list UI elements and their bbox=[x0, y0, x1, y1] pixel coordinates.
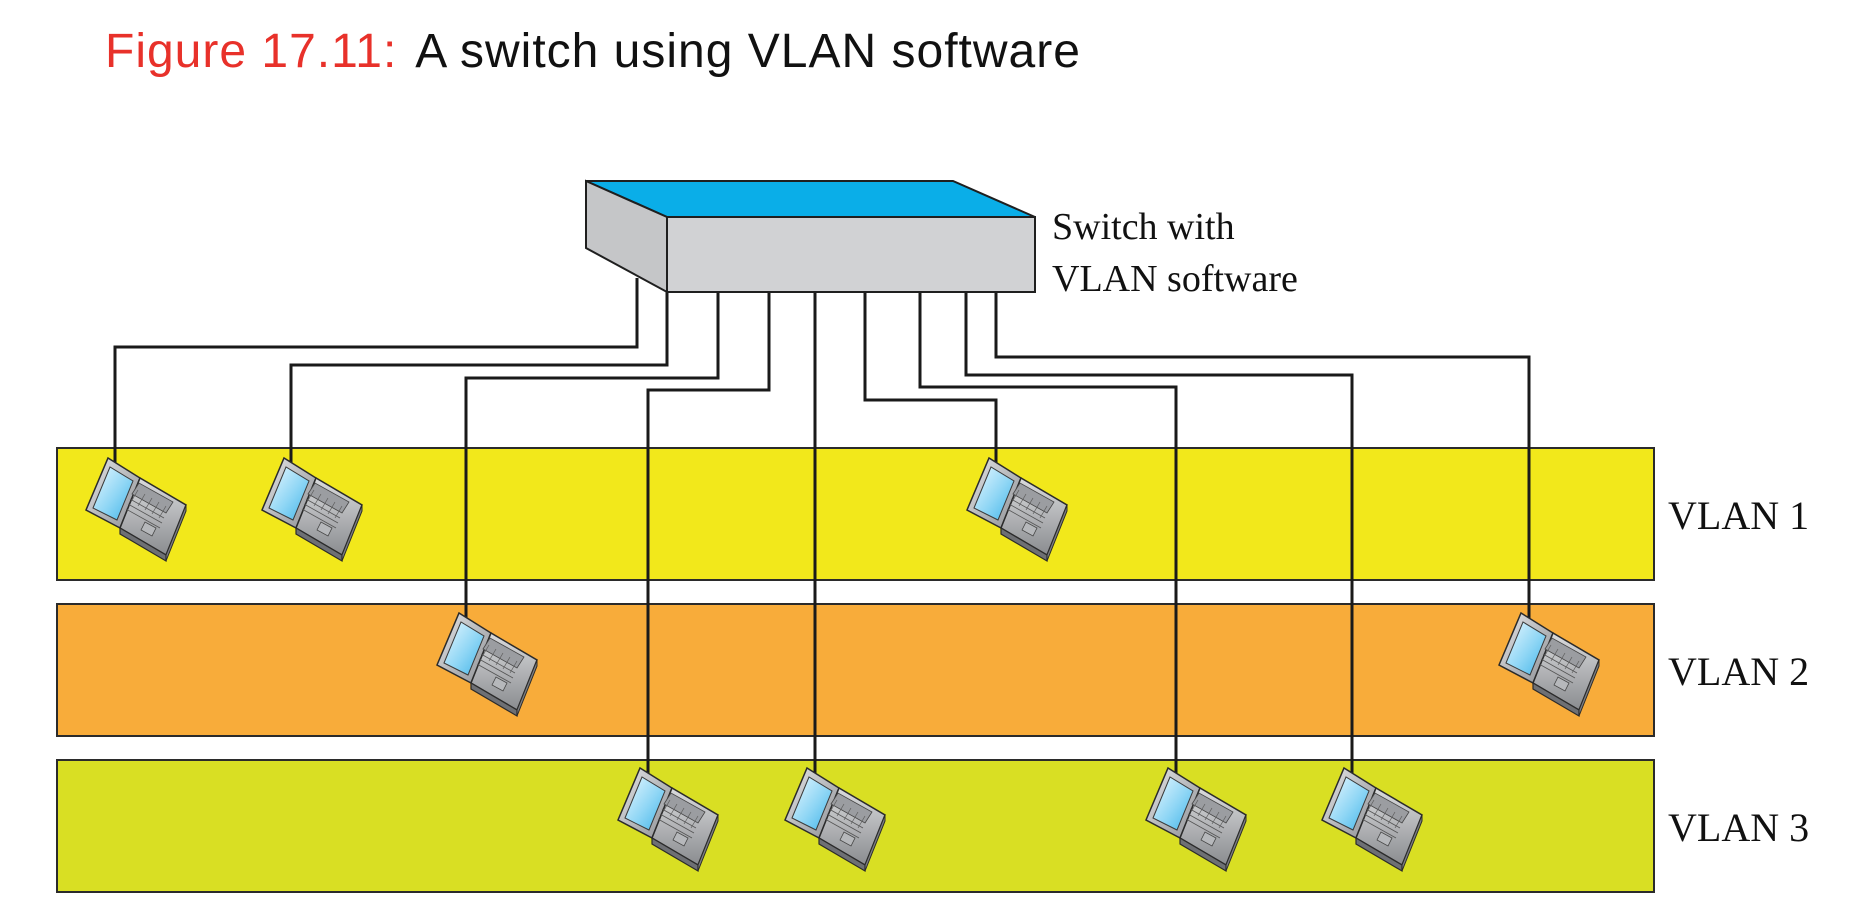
figure-title: A switch using VLAN software bbox=[415, 25, 1081, 78]
figure-number: Figure 17.11: bbox=[105, 25, 398, 78]
vlan-2-label: VLAN 2 bbox=[1668, 649, 1809, 694]
vlan-2-band bbox=[56, 603, 1655, 737]
vlan-1-label: VLAN 1 bbox=[1668, 493, 1809, 538]
switch-label-line2: VLAN software bbox=[1052, 258, 1298, 300]
vlan-3-label: VLAN 3 bbox=[1668, 805, 1809, 850]
figure-caption: Figure 17.11: A switch using VLAN softwar… bbox=[105, 20, 1081, 84]
network-switch-icon bbox=[585, 179, 1036, 294]
switch-label-line1: Switch with bbox=[1052, 206, 1235, 248]
connection-lines bbox=[113, 278, 1531, 785]
